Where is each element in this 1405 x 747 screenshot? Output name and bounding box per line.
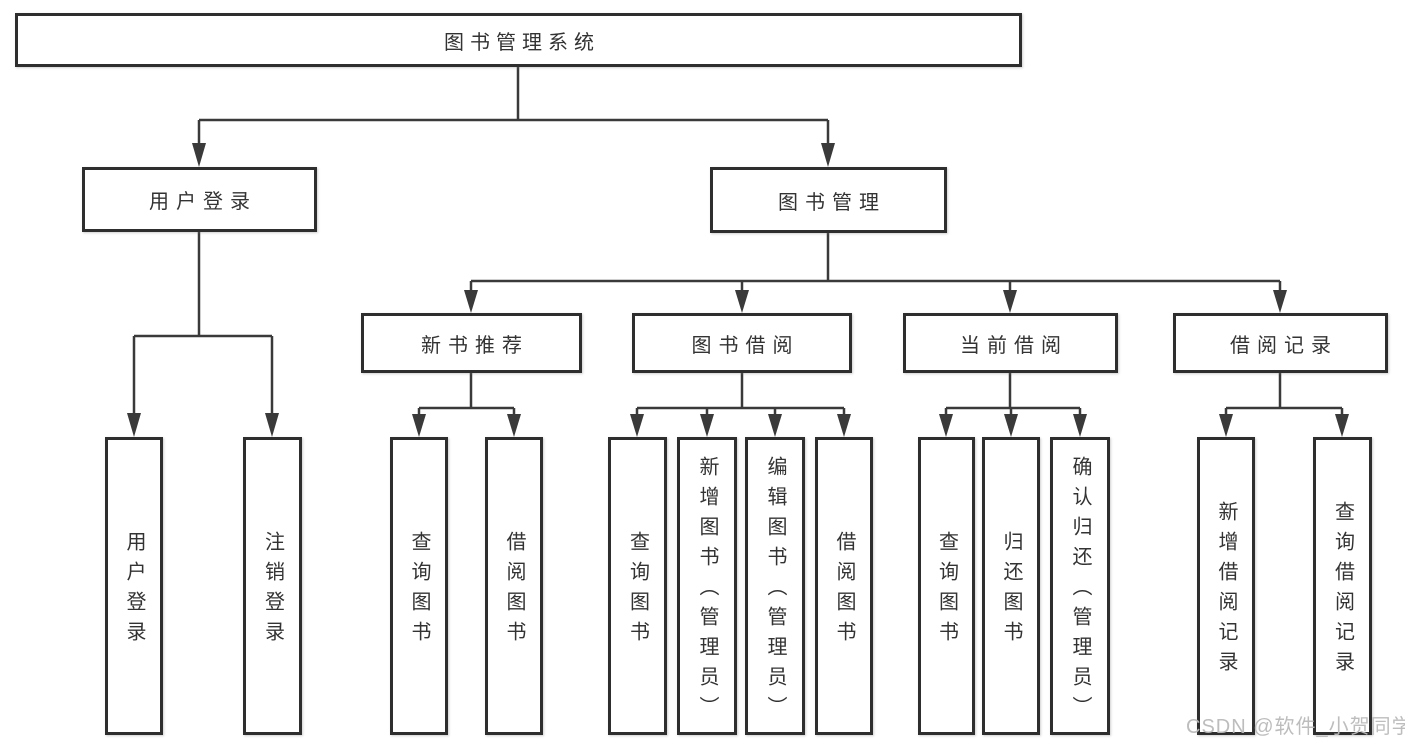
leaf-logout: 注销登录 — [243, 437, 302, 735]
leaf-newbooks-borrow: 借阅图书 — [485, 437, 543, 735]
node-borrow-records-label: 借阅记录 — [1230, 334, 1338, 357]
leaf-borrow-edit-admin: 编辑图书（管理员） — [745, 437, 805, 735]
node-new-books-label: 新书推荐 — [421, 334, 529, 357]
leaf-current-confirm-admin: 确认归还（管理员） — [1050, 437, 1110, 735]
node-book-borrow-label: 图书借阅 — [691, 334, 800, 357]
leaf-label: 查询图书 — [935, 531, 958, 651]
leaf-label: 归还图书 — [1000, 531, 1022, 651]
node-root: 图书管理系统 — [15, 13, 1022, 67]
leaf-current-query: 查询图书 — [918, 437, 975, 735]
leaf-label: 注销登录 — [261, 531, 284, 651]
leaf-records-query: 查询借阅记录 — [1313, 437, 1372, 735]
leaf-borrow-borrow: 借阅图书 — [815, 437, 873, 735]
node-current-borrow-label: 当前借阅 — [960, 334, 1068, 357]
leaf-borrow-query: 查询图书 — [608, 437, 667, 735]
leaf-label: 借阅图书 — [833, 531, 855, 651]
node-current-borrow: 当前借阅 — [903, 313, 1118, 373]
node-borrow-records: 借阅记录 — [1173, 313, 1388, 373]
leaf-records-add: 新增借阅记录 — [1197, 437, 1255, 735]
node-user-login-label: 用户登录 — [149, 191, 257, 213]
watermark: CSDN @软件_小贺同学 — [1186, 716, 1405, 738]
leaf-label: 借阅图书 — [503, 531, 525, 651]
leaf-label: 新增图书（管理员） — [696, 456, 718, 726]
leaf-label: 查询图书 — [626, 531, 649, 651]
connector-lines — [132, 67, 1344, 416]
node-new-books: 新书推荐 — [361, 313, 582, 373]
leaf-label: 查询借阅记录 — [1331, 501, 1354, 681]
leaf-label: 编辑图书（管理员） — [764, 456, 786, 726]
leaf-label: 新增借阅记录 — [1215, 501, 1237, 681]
node-book-mgmt-label: 图书管理 — [778, 191, 886, 214]
node-root-label: 图书管理系统 — [444, 31, 600, 54]
leaf-current-return: 归还图书 — [982, 437, 1040, 735]
node-book-borrow: 图书借阅 — [632, 313, 852, 373]
node-book-mgmt: 图书管理 — [710, 167, 947, 233]
leaf-label: 确认归还（管理员） — [1069, 456, 1091, 726]
leaf-borrow-add-admin: 新增图书（管理员） — [677, 437, 737, 735]
leaf-user-login: 用户登录 — [105, 437, 163, 735]
node-user-login: 用户登录 — [82, 167, 317, 232]
leaf-label: 用户登录 — [123, 531, 145, 651]
arrowheads — [127, 143, 1349, 437]
leaf-newbooks-query: 查询图书 — [390, 437, 448, 735]
leaf-label: 查询图书 — [408, 531, 430, 651]
